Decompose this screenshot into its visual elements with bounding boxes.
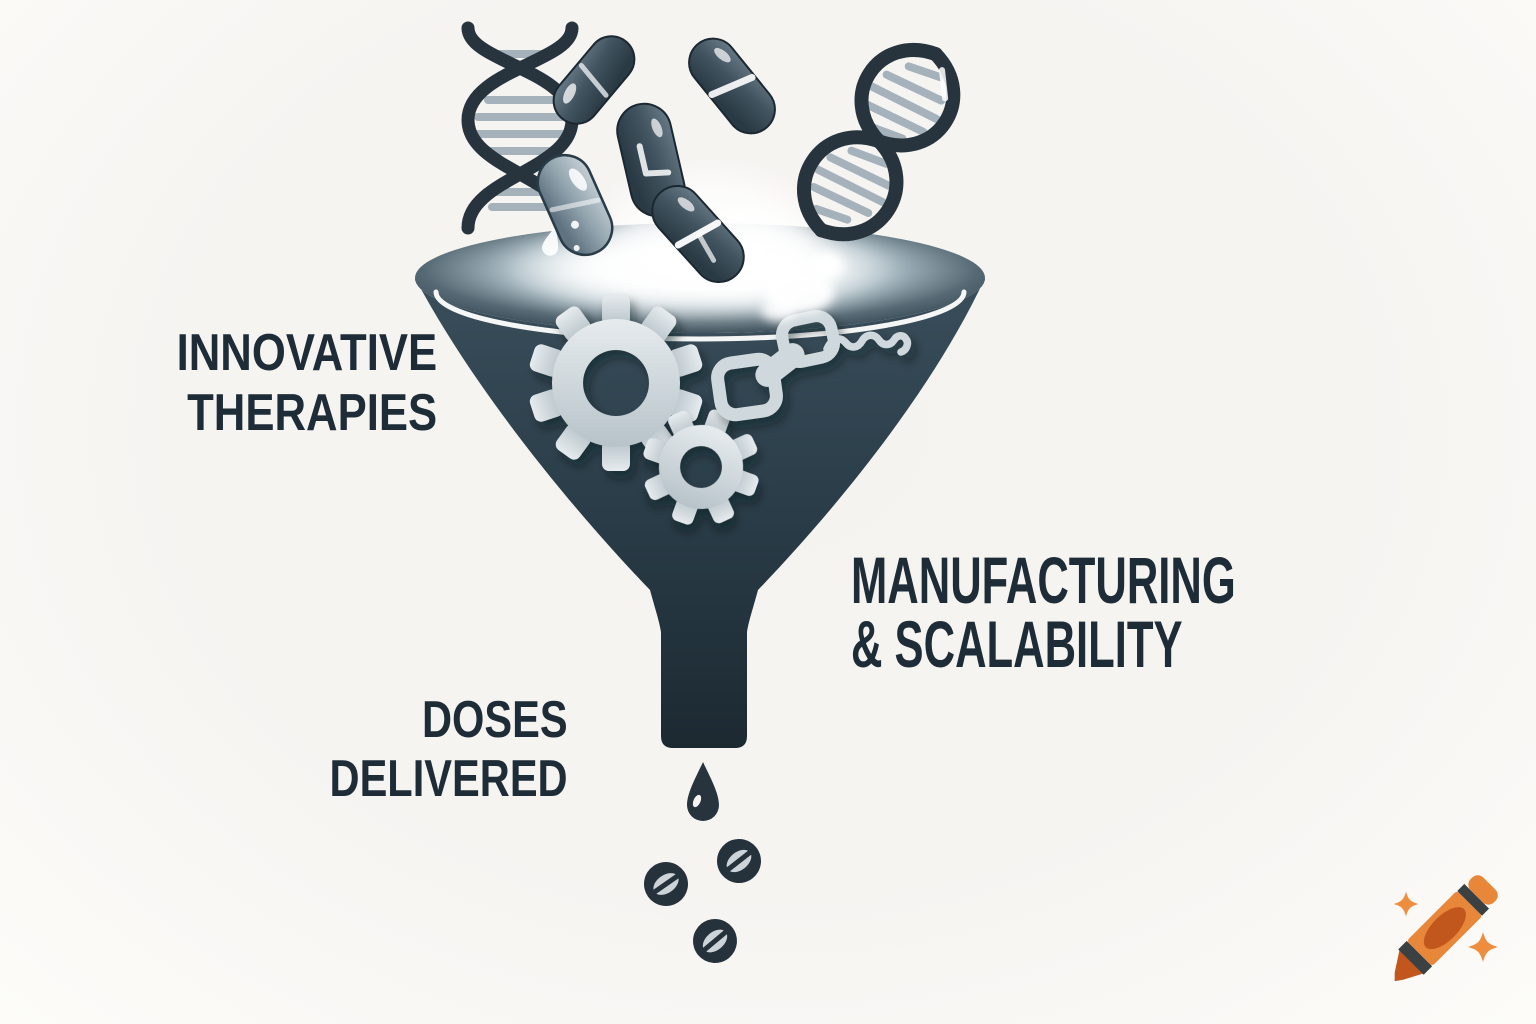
capsule-icon <box>651 184 745 284</box>
gear-large-icon <box>529 295 703 471</box>
label-line: DOSES <box>422 691 568 749</box>
label-line: & SCALABILITY <box>851 607 1183 681</box>
label-line: INNOVATIVE <box>176 324 437 382</box>
sparkle-icon <box>1468 932 1498 962</box>
funnel-rim-highlight <box>433 289 967 342</box>
sparkle-icon <box>1393 891 1419 917</box>
chain-icon <box>711 310 912 422</box>
capsule-icon <box>688 37 776 135</box>
crayon-watermark <box>1393 875 1498 982</box>
capsule-icon <box>536 153 614 257</box>
label-doses-delivered: DOSES DELIVERED <box>270 691 568 809</box>
label-line: MANUFACTURING <box>851 543 1236 617</box>
crayon-icon <box>1394 875 1498 982</box>
label-innovative-therapies: INNOVATIVE THERAPIES <box>127 323 437 443</box>
rim-droplet-highlight <box>542 226 559 256</box>
label-line: THERAPIES <box>187 384 437 442</box>
capsule-icon <box>552 35 636 125</box>
tablet-icon <box>693 919 737 963</box>
tablet-icon <box>644 862 688 906</box>
droplet-icon <box>687 762 719 821</box>
splash-glow <box>761 253 844 322</box>
tablet-icon <box>717 839 761 883</box>
dna-helix-right-icon <box>797 43 961 242</box>
label-manufacturing-scalability: MANUFACTURING & SCALABILITY <box>851 543 1434 681</box>
label-line: DELIVERED <box>329 750 568 808</box>
molecule-squiggle-icon <box>823 331 912 356</box>
